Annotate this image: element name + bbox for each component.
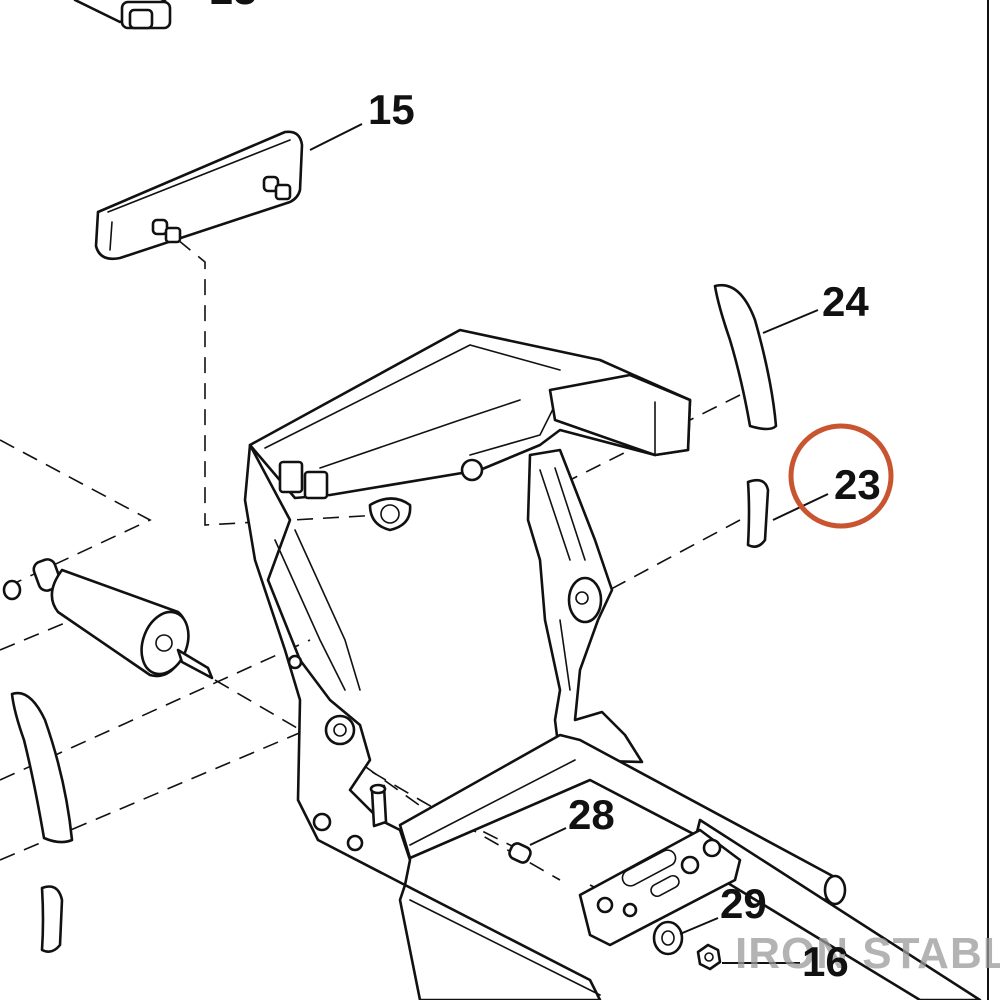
callout-24: 24 [822,278,869,325]
watermark-text: IRON STABLE [735,929,1000,978]
callout-29: 29 [720,880,767,927]
main-frame [243,328,982,1000]
part-cylinder [2,558,214,680]
callout-28: 28 [568,791,615,838]
callout-23: 23 [834,461,881,508]
part-pad-left-lower [40,885,64,953]
callout-15: 15 [368,86,415,133]
part-pad-left-upper [10,691,74,844]
callout-16: 16 [802,938,849,985]
part-29-washer [652,920,684,956]
part-23-pad [746,478,770,548]
part-24-pad [713,283,778,431]
highlight-circle-23 [788,423,894,529]
part-15-bumper [94,130,304,261]
part-16-nut [696,943,722,971]
partial-part-top [73,0,172,30]
callout-top-partial: 23 [210,0,257,13]
part-28-pin [508,842,532,864]
